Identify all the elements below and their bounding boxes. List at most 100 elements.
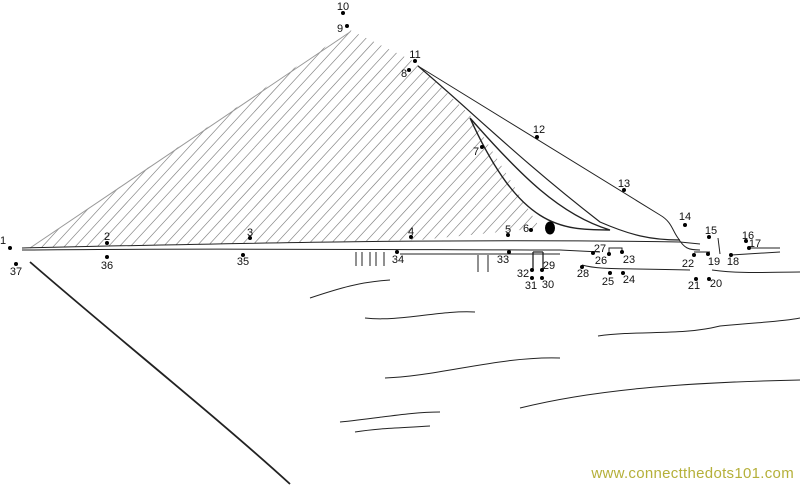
hatch-line xyxy=(613,10,800,260)
hatch-line xyxy=(139,30,371,248)
hatch-line xyxy=(436,30,540,248)
hatch-line xyxy=(30,30,85,248)
hatch-line xyxy=(469,30,540,248)
dot-label-30: 30 xyxy=(542,279,554,291)
hatch-line xyxy=(30,30,52,248)
hatch-line xyxy=(0,10,29,260)
dot-15 xyxy=(707,235,711,239)
dot-7 xyxy=(480,145,484,149)
dot-label-15: 15 xyxy=(705,225,717,237)
hatch-line xyxy=(51,30,283,248)
hatch-line xyxy=(30,30,184,248)
outline-strokes xyxy=(21,31,800,485)
dot-label-16: 16 xyxy=(742,230,754,242)
dot-label-31: 31 xyxy=(525,280,537,292)
dot-10 xyxy=(341,11,345,15)
hatch-line xyxy=(106,30,338,248)
dot-3 xyxy=(248,236,252,240)
dot-label-3: 3 xyxy=(247,227,253,239)
dot-label-17: 17 xyxy=(749,238,761,250)
hatch-line xyxy=(0,10,7,260)
dot-label-12: 12 xyxy=(533,124,545,136)
hatch-line xyxy=(73,30,305,248)
dot-9 xyxy=(345,24,349,28)
dot-label-34: 34 xyxy=(392,254,404,266)
hatch-line xyxy=(271,30,503,248)
hatch-line xyxy=(447,30,540,248)
hatch-line xyxy=(403,30,540,248)
hatch-line xyxy=(216,30,448,248)
dot-16 xyxy=(744,239,748,243)
hatch-line xyxy=(183,30,415,248)
dot-33 xyxy=(507,250,511,254)
dot-label-28: 28 xyxy=(577,268,589,280)
dot-2 xyxy=(105,241,109,245)
dot-label-21: 21 xyxy=(688,280,700,292)
hatch-line xyxy=(635,10,800,260)
hatch-line xyxy=(392,30,540,248)
dot-label-36: 36 xyxy=(101,260,113,272)
hatch-line xyxy=(260,30,492,248)
hatch-line xyxy=(95,30,327,248)
dot-13 xyxy=(622,188,626,192)
hatch-line xyxy=(30,30,63,248)
hatch-line xyxy=(458,30,540,248)
dot-5 xyxy=(506,233,510,237)
dot-label-23: 23 xyxy=(623,254,635,266)
hatch-line xyxy=(30,30,162,248)
dot-label-5: 5 xyxy=(505,224,511,236)
hatch-line xyxy=(150,30,382,248)
hatch-line xyxy=(0,10,18,260)
hatch-line xyxy=(425,30,540,248)
dot-label-33: 33 xyxy=(497,254,509,266)
dot-label-11: 11 xyxy=(409,49,420,61)
hatch-line xyxy=(30,30,107,248)
dot-25 xyxy=(608,271,612,275)
dot-26 xyxy=(607,252,611,256)
dot-35 xyxy=(241,253,245,257)
hatch-line xyxy=(591,10,800,260)
dot-4 xyxy=(409,235,413,239)
hatch-line xyxy=(249,30,481,248)
hatch-line xyxy=(62,30,294,248)
hatch-line xyxy=(227,30,459,248)
dot-23 xyxy=(620,250,624,254)
dot-12 xyxy=(535,135,539,139)
dot-label-29: 29 xyxy=(543,260,555,272)
hatch-line xyxy=(30,30,250,248)
hatch-line xyxy=(602,10,800,260)
dot-label-7: 7 xyxy=(473,146,479,158)
dot-29 xyxy=(540,268,544,272)
dot-6 xyxy=(529,228,533,232)
hatch-line xyxy=(293,30,525,248)
hatch-line xyxy=(128,30,360,248)
dot-label-19: 19 xyxy=(708,256,720,268)
dot-label-37: 37 xyxy=(10,266,22,278)
hatch-line xyxy=(381,30,540,248)
dot-11 xyxy=(413,59,417,63)
hatch-line xyxy=(172,30,404,248)
hatch-line xyxy=(624,10,800,260)
dot-30 xyxy=(540,276,544,280)
hatch-line xyxy=(348,30,540,248)
hatch-line xyxy=(30,30,151,248)
dot-label-9: 9 xyxy=(337,23,343,35)
hatch-line xyxy=(547,10,777,260)
dot-14 xyxy=(683,223,687,227)
site-credit: www.connectthedots101.com xyxy=(591,465,794,482)
dot-37 xyxy=(14,262,18,266)
dot-22 xyxy=(692,253,696,257)
dot-label-18: 18 xyxy=(727,256,739,268)
hatch-line xyxy=(161,30,393,248)
dot-label-4: 4 xyxy=(408,226,414,238)
hatch-line xyxy=(30,30,140,248)
hatch-line xyxy=(30,30,239,248)
dot-label-26: 26 xyxy=(595,255,607,267)
dot-1 xyxy=(8,246,12,250)
hatch-line xyxy=(491,30,540,248)
hatch-line xyxy=(30,30,41,248)
hatch-line xyxy=(30,30,96,248)
